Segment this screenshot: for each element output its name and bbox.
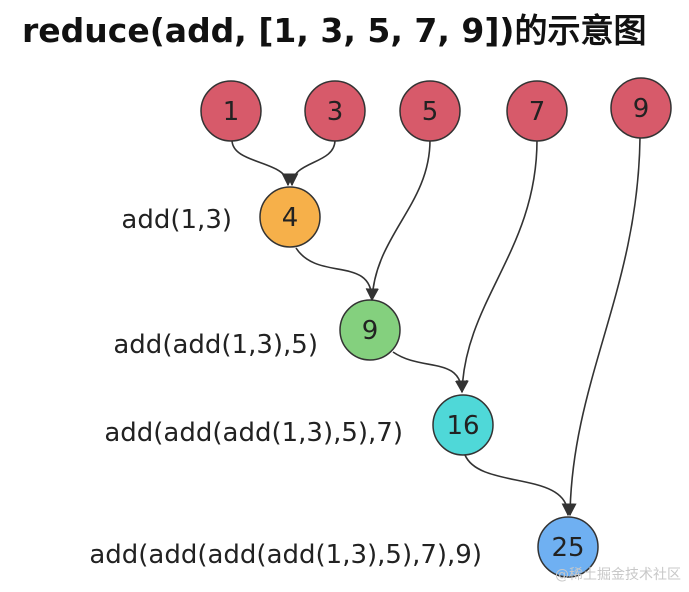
input-node-circle	[200, 80, 262, 142]
input-node-circle	[506, 80, 568, 142]
input-node-value: 5	[422, 97, 439, 127]
input-node-9: 9	[610, 77, 672, 139]
watermark: @稀土掘金技术社区	[555, 567, 681, 583]
step-node-circle	[339, 299, 401, 361]
edge-7-to-16	[455, 139, 538, 394]
input-node-5: 5	[399, 80, 461, 142]
step-node-25: 25	[537, 516, 599, 578]
input-node-circle	[304, 80, 366, 142]
edge-9in-to-25	[563, 137, 641, 517]
edge-1-to-4	[231, 139, 295, 187]
diagram-title: reduce(add, [1, 3, 5, 7, 9])的示意图	[22, 11, 647, 50]
step-label-4: add(add(add(add(1,3),5),7),9)	[89, 540, 482, 570]
step-node-value: 16	[446, 411, 479, 441]
step-node-circle	[432, 394, 494, 456]
step-node-value: 4	[282, 203, 299, 233]
edge-3-to-4	[285, 139, 336, 187]
input-node-circle	[399, 80, 461, 142]
input-node-value: 9	[633, 94, 650, 124]
input-node-3: 3	[304, 80, 366, 142]
step-node-circle	[537, 516, 599, 578]
input-node-1: 1	[200, 80, 262, 142]
step-label-1: add(1,3)	[121, 205, 232, 235]
step-label-2: add(add(1,3),5)	[113, 330, 318, 360]
step-node-value: 9	[362, 316, 379, 346]
step-label-3: add(add(add(1,3),5),7)	[104, 418, 403, 448]
edge-5-to-9	[366, 139, 431, 302]
input-node-7: 7	[506, 80, 568, 142]
step-node-16: 16	[432, 394, 494, 456]
step-node-circle	[259, 186, 321, 248]
step-node-9: 9	[339, 299, 401, 361]
input-node-value: 1	[223, 97, 240, 127]
edge-4-to-9	[295, 247, 379, 302]
edge-16-to-25	[464, 454, 575, 517]
step-node-4: 4	[259, 186, 321, 248]
input-node-value: 3	[327, 97, 344, 127]
edges	[231, 137, 641, 517]
edge-9-to-16	[392, 351, 468, 394]
step-node-value: 25	[551, 533, 584, 563]
input-node-value: 7	[529, 97, 546, 127]
input-node-circle	[610, 77, 672, 139]
